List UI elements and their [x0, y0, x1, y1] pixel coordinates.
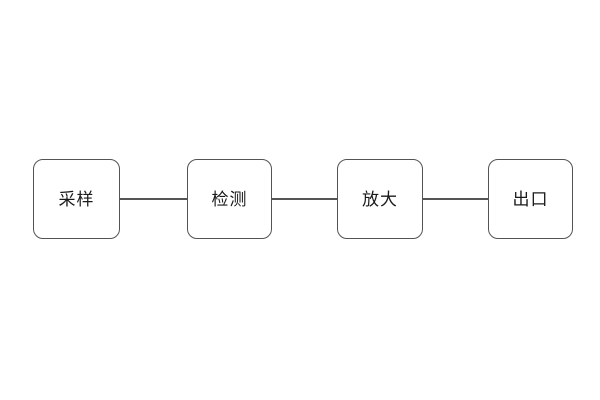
flow-node-sampling: 采样 [33, 159, 120, 239]
connector-amplification-outlet [422, 198, 489, 200]
flow-node-outlet: 出口 [488, 159, 573, 239]
flow-node-detection: 检测 [187, 159, 272, 239]
connector-detection-amplification [271, 198, 338, 200]
flow-node-amplification-label: 放大 [362, 189, 398, 209]
connector-sampling-detection [119, 198, 188, 200]
flow-node-outlet-label: 出口 [512, 189, 549, 209]
flow-node-sampling-label: 采样 [58, 189, 95, 209]
flow-node-detection-label: 检测 [211, 189, 248, 209]
flow-node-amplification: 放大 [337, 159, 423, 239]
